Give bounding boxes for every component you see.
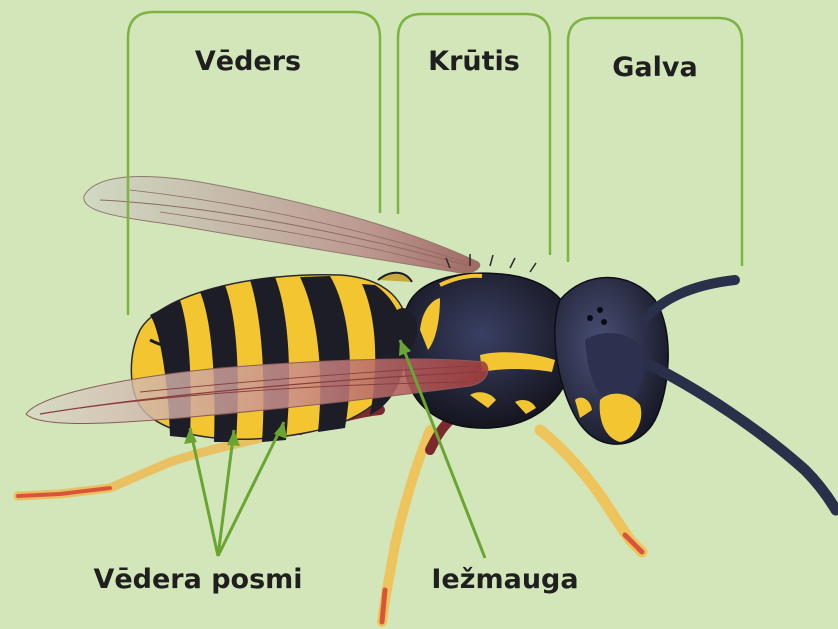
thorax <box>405 254 576 428</box>
upper-wing <box>84 176 480 273</box>
label-thorax: Krūtis <box>428 46 520 77</box>
pointer-segments <box>184 422 287 556</box>
label-waist: Iežmauga <box>431 564 578 595</box>
front-leg <box>540 430 642 552</box>
label-abdomen-segments: Vēdera posmi <box>93 564 302 595</box>
antenna <box>645 280 836 510</box>
label-abdomen: Vēders <box>195 46 301 77</box>
label-head: Galva <box>612 52 697 83</box>
